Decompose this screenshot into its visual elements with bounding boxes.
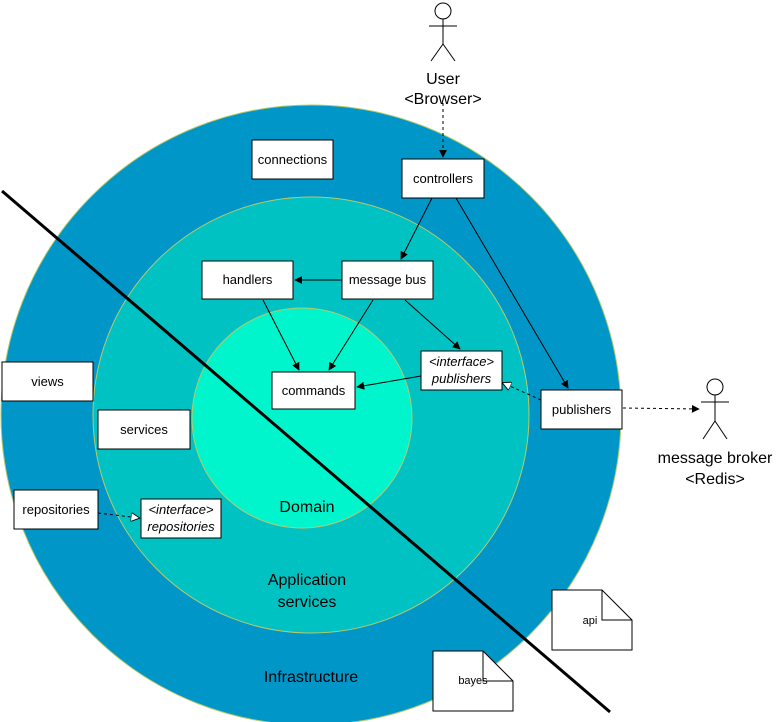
interface-repositories-label-line2: repositories bbox=[147, 519, 215, 534]
edge-interface-publishers-commands bbox=[356, 375, 422, 390]
views-box[interactable]: views bbox=[1, 361, 94, 402]
application-label-line1: Application bbox=[268, 572, 346, 589]
message-bus-label: message bus bbox=[349, 272, 427, 287]
broker-actor-icon bbox=[701, 378, 729, 440]
interface-publishers-label-line1: <interface> bbox=[429, 354, 494, 369]
api-document-label: api bbox=[583, 615, 598, 627]
divider-line bbox=[1, 189, 611, 714]
bayes-document-label: bayes bbox=[458, 675, 488, 687]
handlers-box[interactable]: handlers bbox=[201, 260, 294, 300]
views-label: views bbox=[31, 374, 64, 389]
api-document[interactable]: api bbox=[551, 589, 633, 651]
connections-box[interactable]: connections bbox=[251, 139, 334, 180]
bayes-document[interactable]: bayes bbox=[432, 650, 514, 712]
domain-ring bbox=[191, 307, 413, 529]
bayes-document-icon bbox=[432, 650, 514, 712]
edge-handlers-commands bbox=[262, 299, 300, 371]
controllers-label: controllers bbox=[413, 171, 473, 186]
edge-publishers-broker bbox=[622, 404, 700, 413]
user-label-line2: <Browser> bbox=[404, 91, 481, 108]
controllers-box[interactable]: controllers bbox=[401, 158, 485, 199]
domain-label: Domain bbox=[279, 499, 334, 516]
edge-controllers-publishers bbox=[455, 197, 569, 389]
commands-box[interactable]: commands bbox=[271, 371, 356, 410]
interface-publishers-box[interactable]: <interface> publishers bbox=[420, 350, 503, 391]
connections-label: connections bbox=[258, 152, 328, 167]
user-actor-icon bbox=[429, 2, 457, 62]
message-bus-box[interactable]: message bus bbox=[341, 260, 434, 300]
infrastructure-label: Infrastructure bbox=[264, 669, 358, 686]
repositories-box[interactable]: repositories bbox=[13, 489, 99, 530]
interface-repositories-box[interactable]: <interface> repositories bbox=[140, 498, 222, 539]
publishers-label: publishers bbox=[552, 402, 612, 417]
edge-publishers-interface-publishers bbox=[503, 383, 542, 401]
publishers-box[interactable]: publishers bbox=[540, 389, 623, 430]
interface-publishers-label-line2: publishers bbox=[431, 371, 492, 386]
edge-message-bus-commands bbox=[328, 299, 374, 371]
commands-label: commands bbox=[282, 383, 346, 398]
services-box[interactable]: services bbox=[97, 409, 191, 450]
application-label-line2: services bbox=[278, 594, 337, 611]
broker-label-line1: message broker bbox=[658, 450, 773, 467]
handlers-label: handlers bbox=[223, 272, 273, 287]
repositories-label: repositories bbox=[22, 502, 90, 517]
interface-repositories-label-line1: <interface> bbox=[148, 502, 213, 517]
services-label: services bbox=[120, 422, 168, 437]
user-label-line1: User bbox=[426, 71, 460, 88]
broker-label-line2: <Redis> bbox=[685, 471, 745, 488]
api-document-icon bbox=[551, 589, 633, 651]
edge-message-bus-interface-publishers bbox=[404, 299, 461, 350]
edge-controllers-message-bus bbox=[400, 197, 433, 260]
edge-repositories-interface-repositories bbox=[97, 512, 139, 518]
